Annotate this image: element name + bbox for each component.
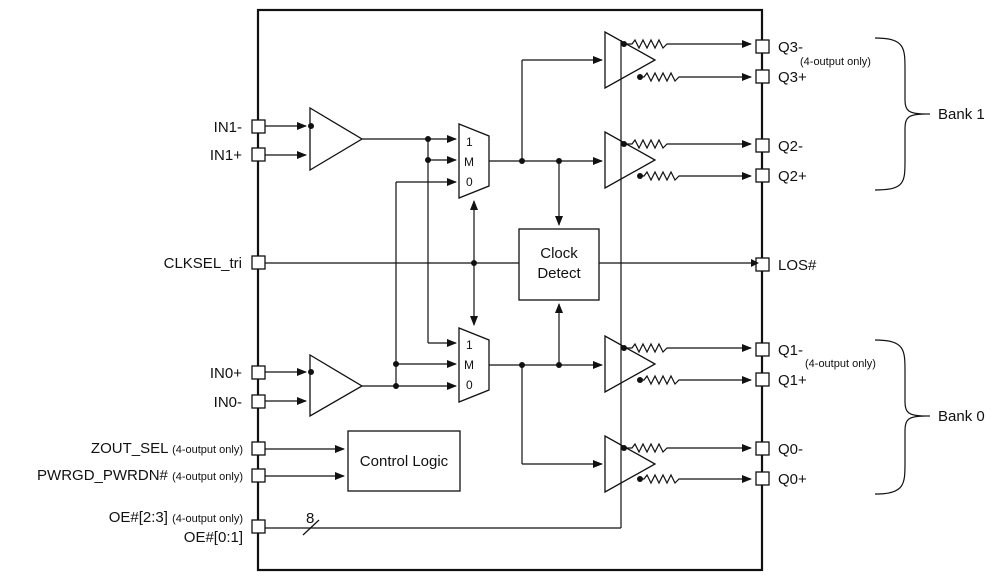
mux-top-label-0: 0 [466,175,473,189]
pin-pwrgd-label: PWRGD_PWRDN# (4-output only) [37,467,243,484]
pin-q2-plus-label: Q2+ [778,168,807,185]
pin-q3-note: (4-output only) [800,56,871,68]
control-logic-label: Control Logic [360,453,449,470]
pin-q1-minus-label: Q1- [778,342,803,359]
output-buffers [604,30,657,494]
control-logic-block [347,430,461,492]
mux-bottom [458,327,490,403]
pin-in1-plus-label: IN1+ [210,147,242,164]
output-buffer-q2 [604,130,657,190]
output-wiring [621,38,752,485]
pin-q3-plus-label: Q3+ [778,69,807,86]
output-buffer-q0 [604,434,657,494]
pin-los-label: LOS# [778,257,817,274]
mux-bottom-label-1: 1 [466,338,473,352]
clock-detect-label-line1: Clock [540,245,578,262]
bank0-label: Bank 0 [938,408,985,425]
bank1-brace [874,37,926,191]
pin-q3-minus-label: Q3- [778,39,803,56]
clock-detect-block [518,228,600,301]
chip-outline [256,8,764,572]
output-buffer-q3 [604,30,657,90]
pin-oe23-label: OE#[2:3] (4-output only) [109,509,243,526]
pin-q2-minus-label: Q2- [778,138,803,155]
pin-q0-minus-label: Q0- [778,441,803,458]
pin-in0-plus-label: IN0+ [210,365,242,382]
pin-clksel-label: CLKSEL_tri [164,255,242,272]
mux-top-label-1: 1 [466,135,473,149]
mux-bottom-label-0: 0 [466,378,473,392]
pin-zout-sel-label: ZOUT_SEL (4-output only) [91,440,243,457]
mux-top-label-m: M [464,155,474,169]
input-buffer-in1 [309,106,364,172]
clock-detect-label-line2: Detect [537,265,581,282]
pin-q1-plus-label: Q1+ [778,372,807,389]
output-buffer-q1 [604,334,657,394]
bank0-brace [874,339,926,495]
pin-oe01-label: OE#[0:1] [184,529,243,546]
bus-slash [302,519,320,536]
input-buffer-in0 [309,353,364,418]
bus-width-label: 8 [306,510,314,527]
bank1-label: Bank 1 [938,106,985,123]
pin-q0-plus-label: Q0+ [778,471,807,488]
pin-in1-minus-label: IN1- [214,119,242,136]
pin-q1-note: (4-output only) [805,358,876,370]
mux-top [458,123,490,199]
pin-in0-minus-label: IN0- [214,394,242,411]
mux-bottom-label-m: M [464,358,474,372]
